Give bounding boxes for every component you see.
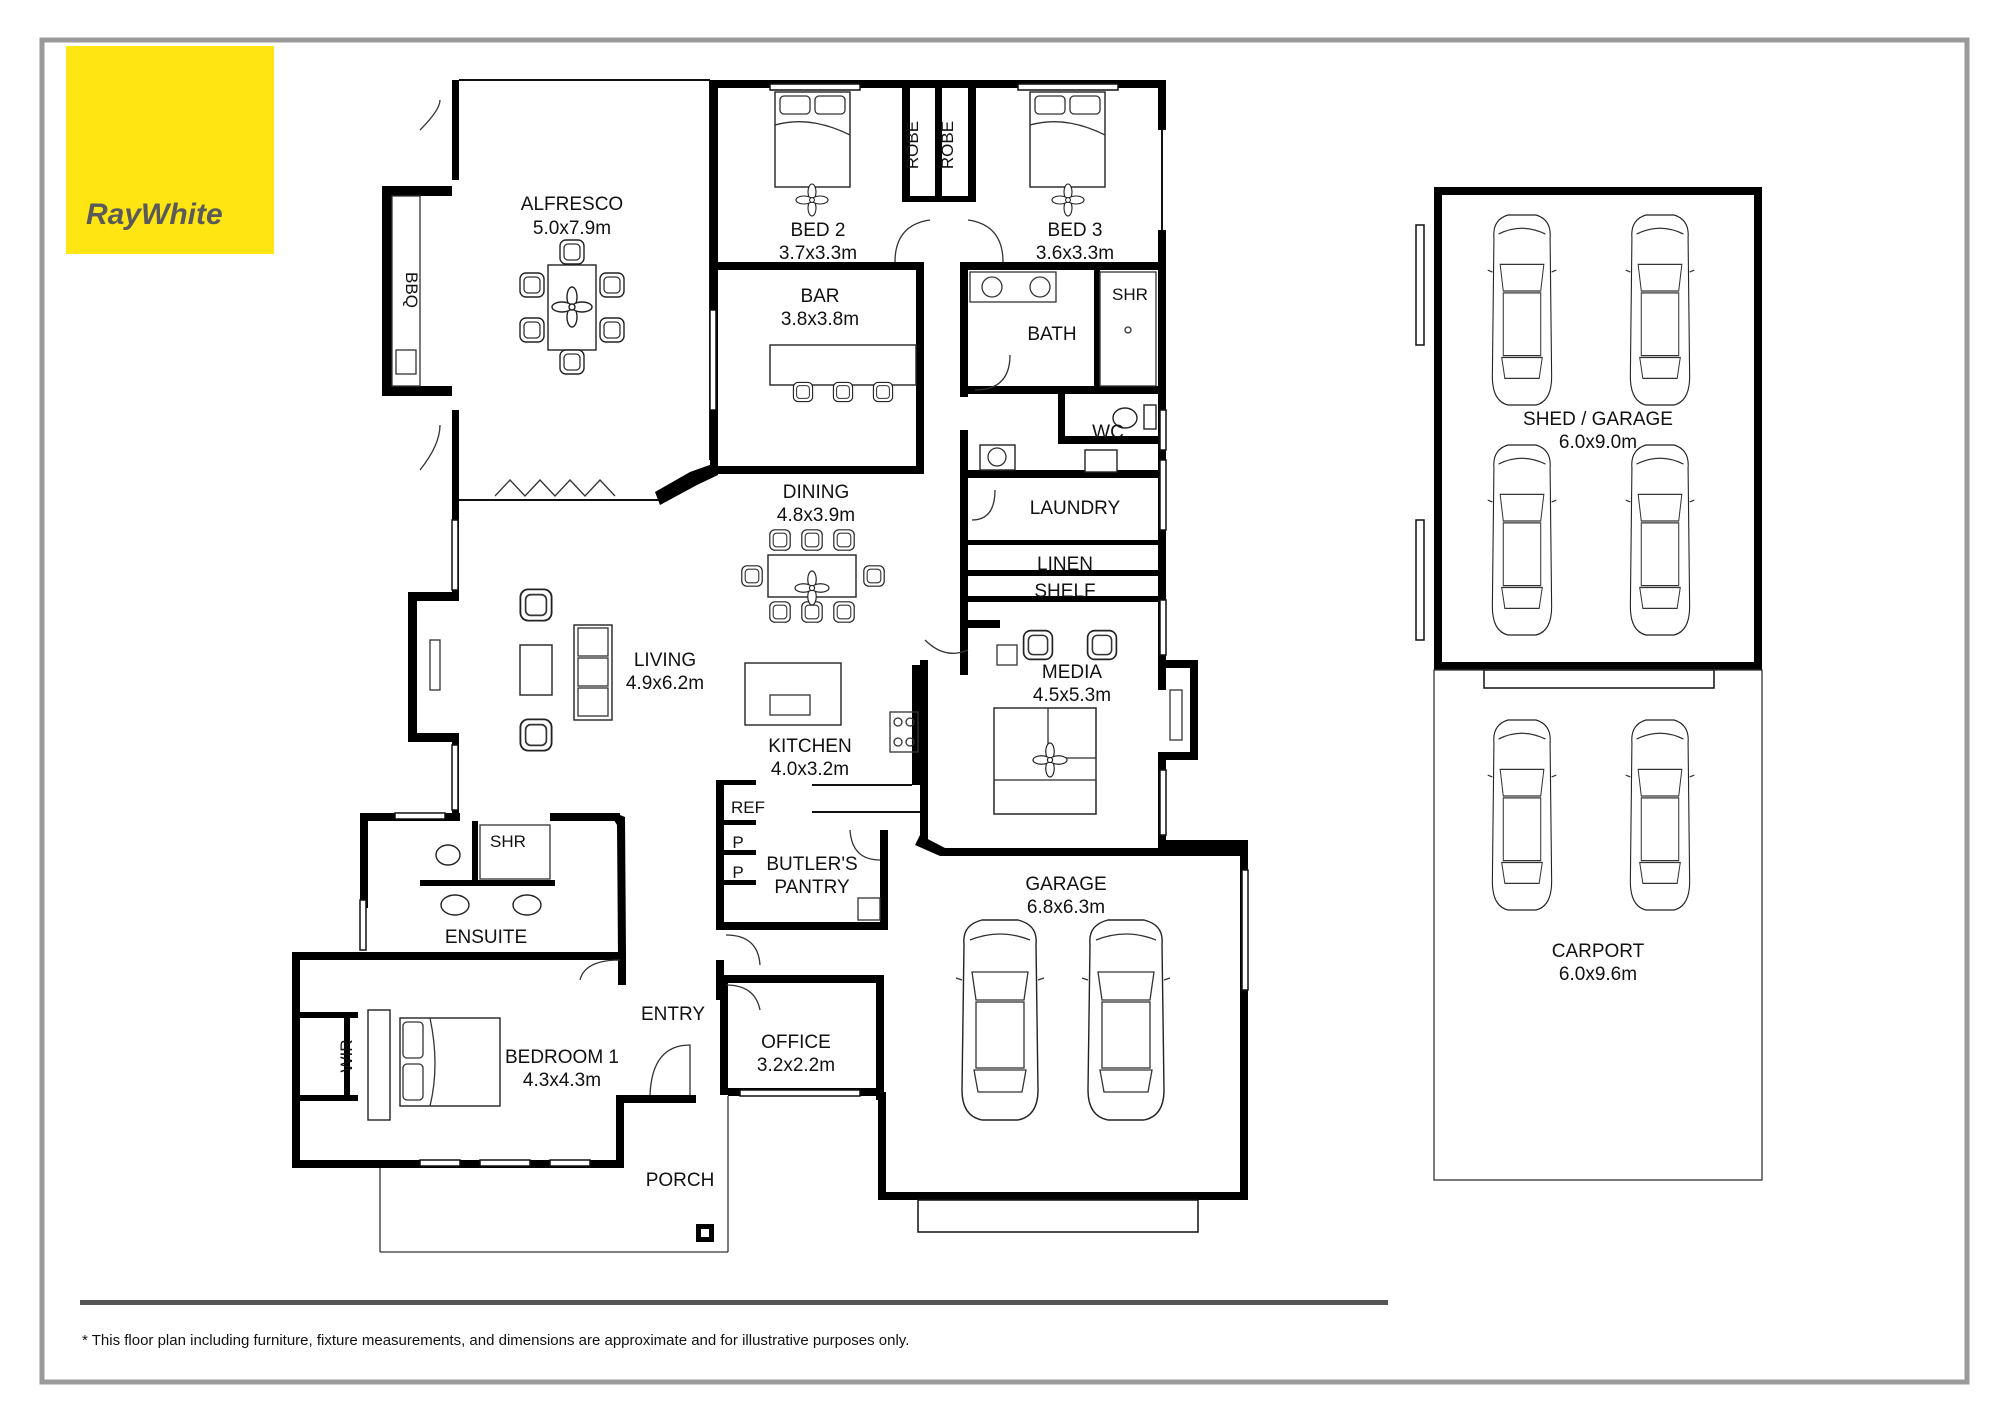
- ensuite-shower-label: SHR: [490, 832, 526, 851]
- windows: [359, 83, 1249, 1167]
- carport-label: CARPORT: [1552, 941, 1645, 962]
- robe-a-label: ROBE: [903, 121, 922, 169]
- shed-garage-building: [1415, 187, 1763, 1181]
- living-size: 4.9x6.2m: [626, 673, 704, 694]
- logo-text: RayWhite: [86, 198, 223, 231]
- butlers-pantry-label: BUTLER'S: [766, 854, 857, 875]
- disclaimer-text: * This floor plan including furniture, f…: [82, 1332, 909, 1349]
- page-frame: [39, 37, 1970, 1385]
- shelf-label: SHELF: [1034, 581, 1095, 602]
- bed3-size: 3.6x3.3m: [1036, 243, 1114, 264]
- bar-label: BAR: [800, 286, 839, 307]
- shed-garage-size: 6.0x9.0m: [1559, 432, 1637, 453]
- alfresco-label: ALFRESCO: [521, 194, 623, 215]
- shed-garage-label: SHED / GARAGE: [1523, 409, 1673, 430]
- office-size: 3.2x2.2m: [757, 1055, 835, 1076]
- bedroom1-size: 4.3x4.3m: [523, 1070, 601, 1091]
- wir-label: WIR: [337, 1039, 356, 1072]
- kitchen-label: KITCHEN: [768, 736, 851, 757]
- linen-label: LINEN: [1037, 554, 1093, 575]
- raywhite-logo: RayWhite: [66, 46, 274, 254]
- room-labels: ALFRESCO 5.0x7.9m BBQ BED 2 3.7x3.3m BED…: [337, 121, 1673, 1191]
- dining-size: 4.8x3.9m: [777, 505, 855, 526]
- doors: [419, 99, 1011, 1096]
- furniture: [367, 91, 1183, 1121]
- bed2-size: 3.7x3.3m: [779, 243, 857, 264]
- pantry-p1-label: P: [732, 833, 743, 852]
- alfresco-size: 5.0x7.9m: [533, 218, 611, 239]
- media-label: MEDIA: [1042, 662, 1103, 683]
- logo-background: [66, 46, 274, 254]
- office-label: OFFICE: [761, 1032, 831, 1053]
- ref-label: REF: [731, 798, 765, 817]
- bedroom1-label: BEDROOM 1: [505, 1047, 619, 1068]
- bed3-label: BED 3: [1048, 220, 1103, 241]
- media-size: 4.5x5.3m: [1033, 685, 1111, 706]
- robe-b-label: ROBE: [938, 121, 957, 169]
- porch-label: PORCH: [646, 1170, 715, 1191]
- bed2-label: BED 2: [791, 220, 846, 241]
- bath-label: BATH: [1027, 324, 1076, 345]
- bbq-label: BBQ: [402, 272, 421, 308]
- bar-size: 3.8x3.8m: [781, 309, 859, 330]
- pantry-p2-label: P: [732, 863, 743, 882]
- wc-label: WC: [1092, 422, 1124, 443]
- garage-size: 6.8x6.3m: [1027, 897, 1105, 918]
- laundry-label: LAUNDRY: [1030, 498, 1121, 519]
- bath-shower-label: SHR: [1112, 285, 1148, 304]
- dining-label: DINING: [783, 482, 850, 503]
- carport-size: 6.0x9.6m: [1559, 964, 1637, 985]
- butlers-pantry-label-2: PANTRY: [774, 877, 850, 898]
- footer-divider: [80, 1300, 1388, 1305]
- kitchen-size: 4.0x3.2m: [771, 759, 849, 780]
- garage-label: GARAGE: [1025, 874, 1106, 895]
- living-label: LIVING: [634, 650, 696, 671]
- ensuite-label: ENSUITE: [445, 927, 527, 948]
- entry-label: ENTRY: [641, 1004, 705, 1025]
